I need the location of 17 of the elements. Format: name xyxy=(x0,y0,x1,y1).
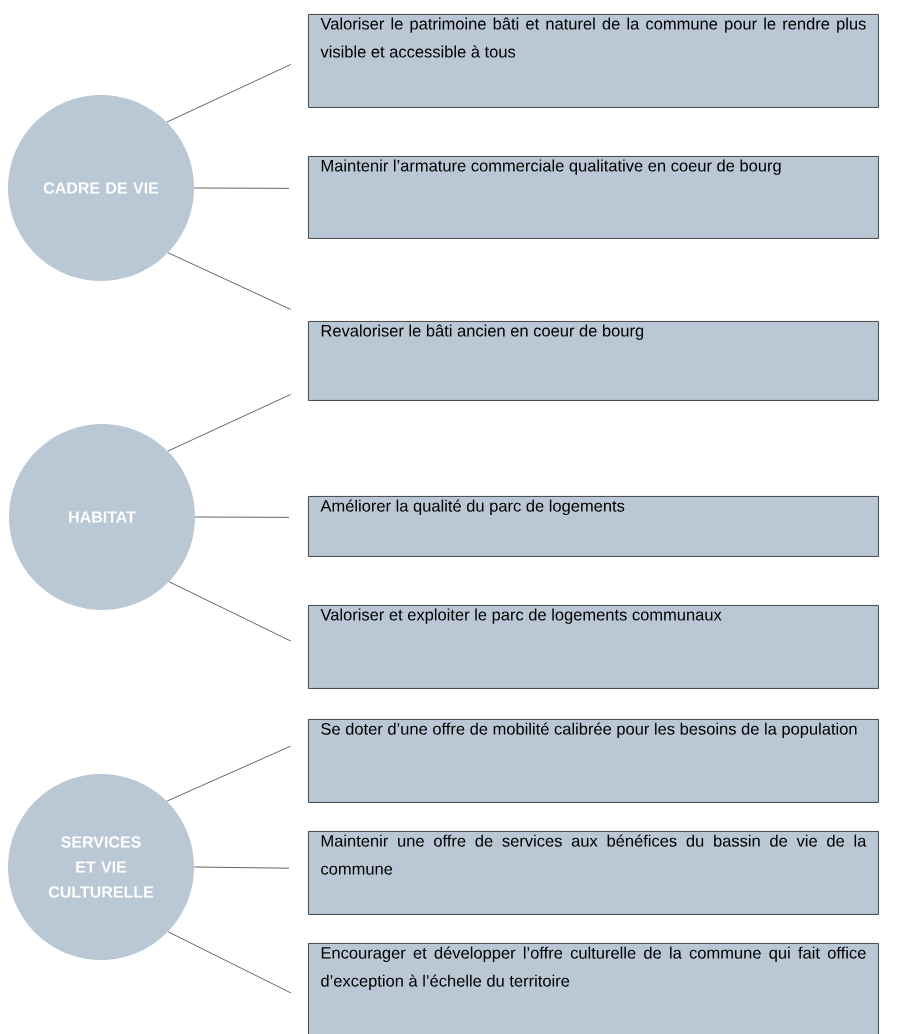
connector-line xyxy=(168,581,292,642)
objective-box: Valoriser le patrimoine bâti et naturel de la commune pour le rendre plus visible et accessible à tous xyxy=(308,14,879,108)
connector-line xyxy=(193,866,290,869)
objective-box: Maintenir une offre de services aux bénéfices du bassin de vie de la commune xyxy=(308,831,879,915)
objective-box: Maintenir l’armature commerciale qualitative en coeur de bourg xyxy=(308,156,879,239)
objective-box: Encourager et développer l’offre culturelle de la commune qui fait office d’exception à l’échelle du territoire xyxy=(308,943,879,1034)
connector-line xyxy=(167,931,292,994)
connector-line xyxy=(193,187,290,189)
objective-box: Se doter d’une offre de mobilité calibrée pour les besoins de la population xyxy=(308,719,879,803)
objective-box: Revaloriser le bâti ancien en coeur de bourg xyxy=(308,321,879,401)
connector-line xyxy=(167,252,292,310)
connector-line xyxy=(194,516,290,518)
objective-box: Améliorer la qualité du parc de logements xyxy=(308,496,879,557)
connector-line xyxy=(167,393,292,452)
connector-line xyxy=(166,64,292,123)
objective-box: Valoriser et exploiter le parc de logements communaux xyxy=(308,605,879,689)
connector-line xyxy=(166,745,292,802)
